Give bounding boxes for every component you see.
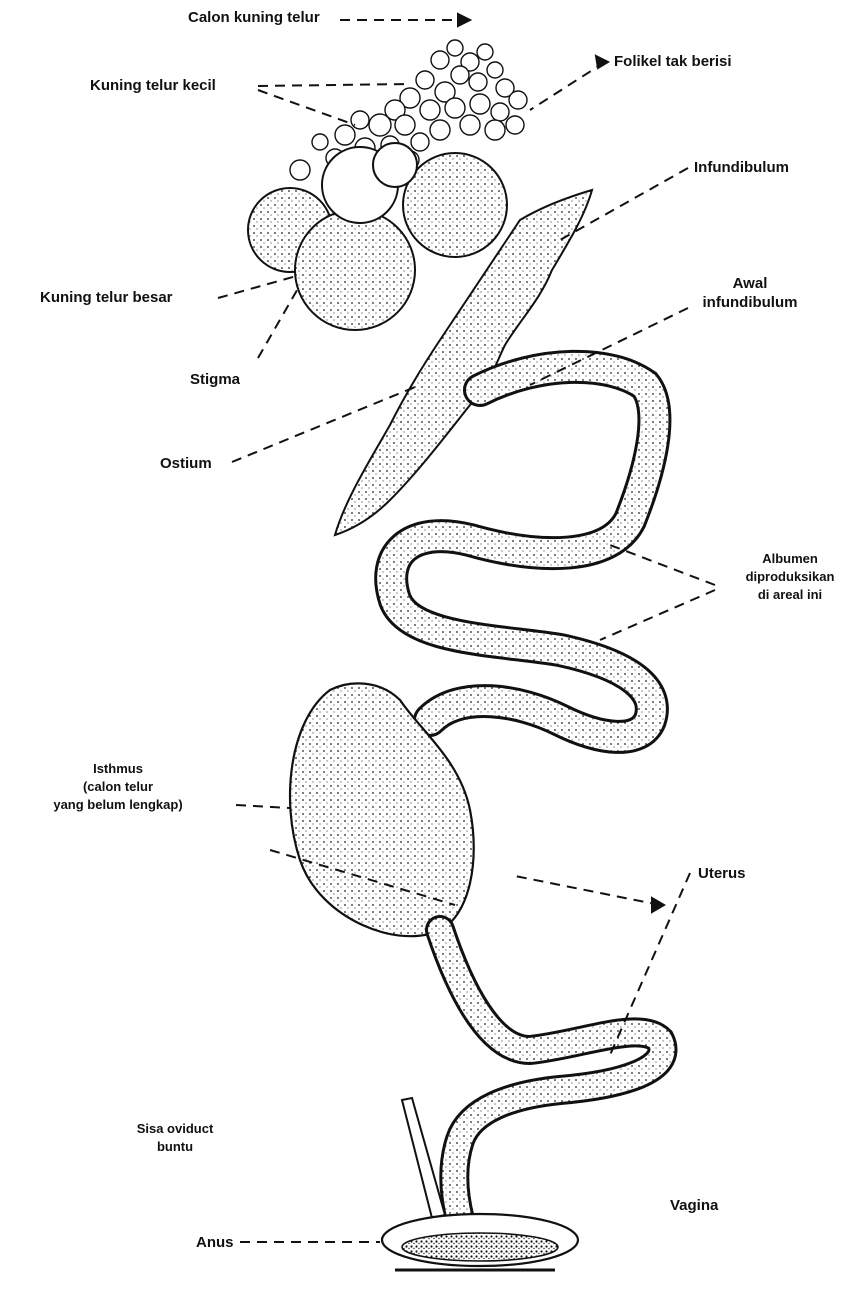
label-stigma: Stigma: [190, 370, 240, 389]
label-calon-kuning-telur: Calon kuning telur: [188, 8, 320, 27]
label-albumen-line3: di areal ini: [720, 586, 860, 604]
label-kuning-telur-kecil: Kuning telur kecil: [90, 76, 216, 95]
label-isthmus-line3: yang belum lengkap): [0, 796, 236, 814]
label-vagina: Vagina: [670, 1196, 718, 1215]
label-albumen: Albumen diproduksikan di areal ini: [720, 550, 860, 604]
label-infundibulum: Infundibulum: [694, 158, 789, 177]
label-awal-line1: Awal: [690, 274, 810, 293]
label-folikel-tak-berisi: Folikel tak berisi: [614, 52, 732, 71]
label-kuning-telur-besar: Kuning telur besar: [40, 288, 173, 307]
label-albumen-line1: Albumen: [720, 550, 860, 568]
label-ostium: Ostium: [160, 454, 212, 473]
label-albumen-line2: diproduksikan: [720, 568, 860, 586]
label-sisa-oviduct-line1: Sisa oviduct: [120, 1120, 230, 1138]
vestigial-oviduct: [402, 1098, 445, 1218]
label-sisa-oviduct-line2: buntu: [120, 1138, 230, 1156]
label-sisa-oviduct: Sisa oviduct buntu: [120, 1120, 230, 1156]
label-isthmus: Isthmus (calon telur yang belum lengkap): [0, 760, 236, 814]
label-awal-infundibulum: Awal infundibulum: [690, 274, 810, 312]
label-awal-line2: infundibulum: [690, 293, 810, 312]
label-isthmus-line2: (calon telur: [0, 778, 236, 796]
label-uterus: Uterus: [698, 864, 746, 883]
label-isthmus-line1: Isthmus: [0, 760, 236, 778]
label-anus: Anus: [196, 1233, 234, 1252]
cloaca: [382, 1214, 578, 1270]
